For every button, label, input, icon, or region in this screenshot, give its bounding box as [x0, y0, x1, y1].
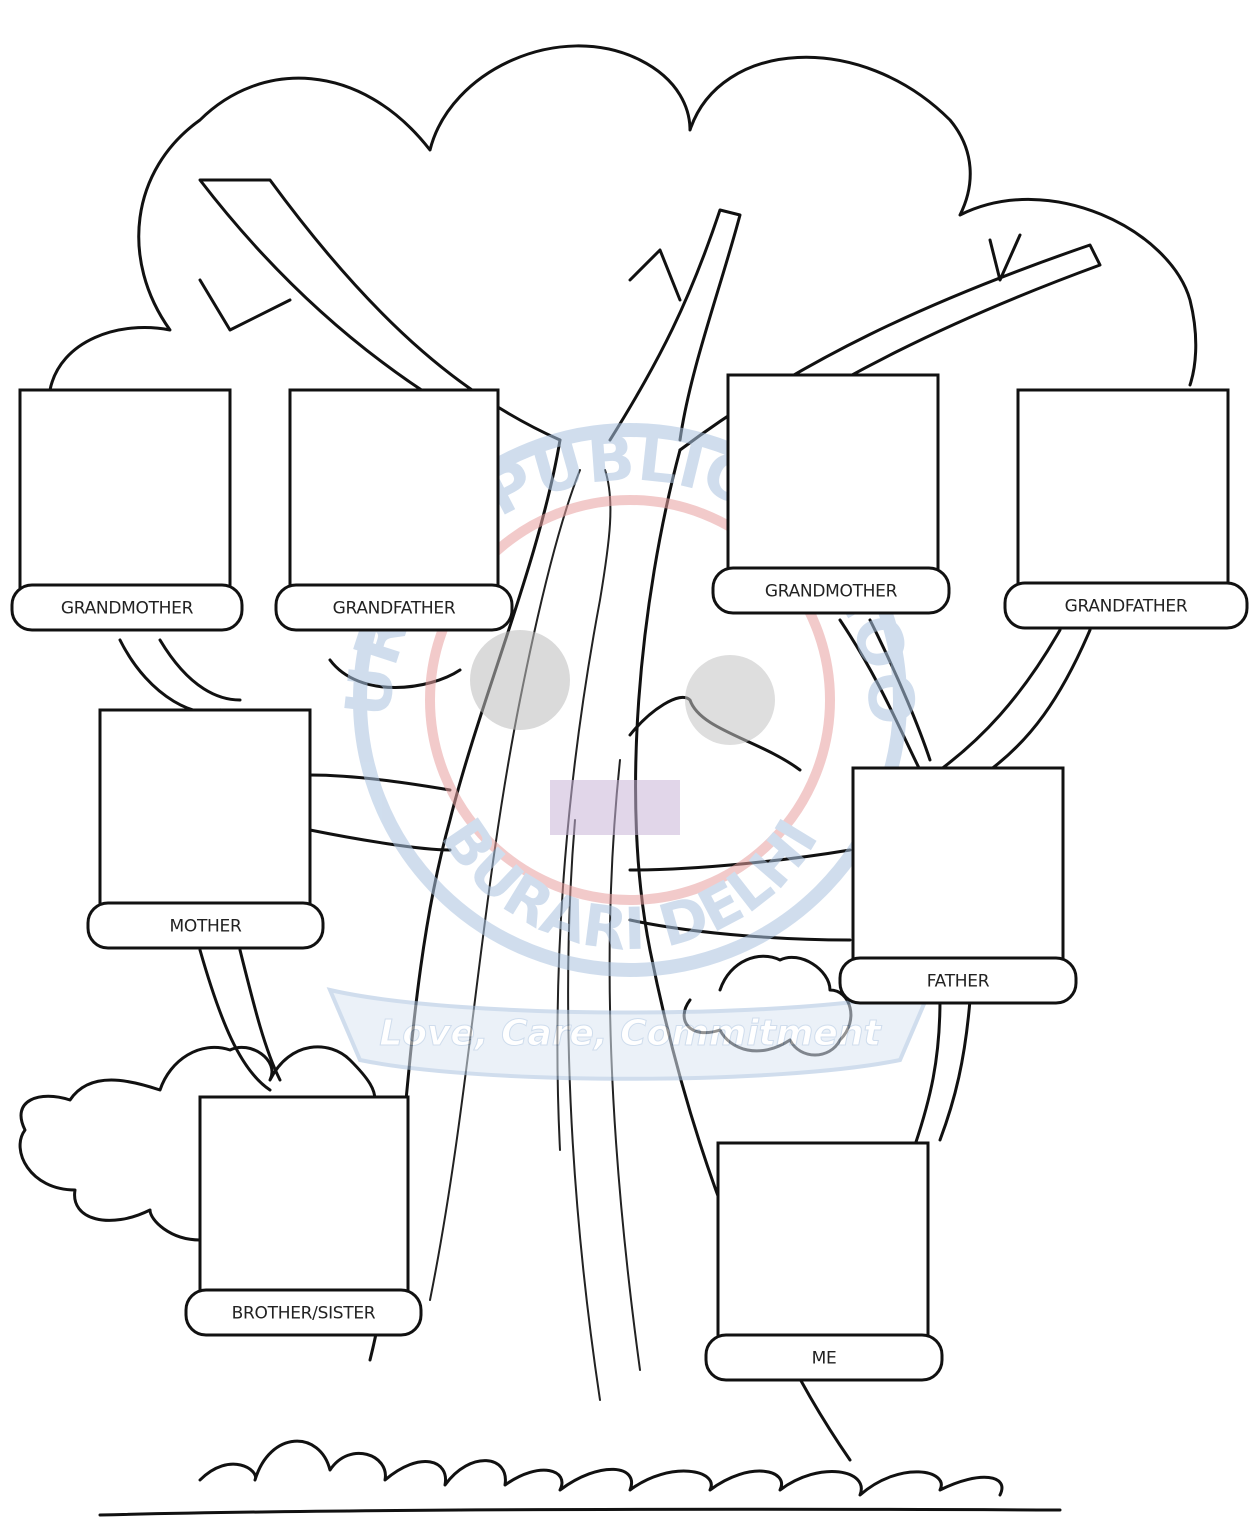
branch-upper-middle-twig — [630, 250, 680, 300]
photo-frame-brother-sister — [200, 1097, 408, 1295]
member-label-brother-sister: BROTHER/SISTER — [232, 1304, 376, 1324]
photo-frame-father — [853, 768, 1063, 963]
member-mother: MOTHER — [88, 710, 323, 948]
photo-frame-paternal-grandmother — [728, 375, 938, 575]
branch-lower-left — [200, 950, 280, 1090]
member-brother-sister: BROTHER/SISTER — [186, 1097, 421, 1335]
photo-frame-mother — [100, 710, 310, 910]
tree-canopy-outline — [50, 46, 1196, 390]
member-label-me: ME — [812, 1349, 837, 1369]
photo-frame-me — [718, 1143, 928, 1338]
watermark-karate-icon — [685, 655, 775, 745]
branch-upper-left-twig — [200, 280, 290, 330]
photo-frame-maternal-grandmother — [20, 390, 230, 590]
member-label-maternal-grandfather: GRANDFATHER — [333, 599, 456, 619]
branch-right-upper — [940, 630, 1090, 770]
member-label-father: FATHER — [927, 972, 990, 992]
member-father: FATHER — [840, 768, 1076, 1003]
members-layer: GRANDMOTHER GRANDFATHER GRANDMOTHER GRANDFA… — [12, 375, 1247, 1380]
watermark-figure-icon — [470, 630, 570, 730]
member-label-paternal-grandfather: GRANDFATHER — [1065, 597, 1188, 617]
branch-father-to-me — [915, 1000, 970, 1145]
member-label-paternal-grandmother: GRANDMOTHER — [765, 582, 898, 602]
branch-upper-middle — [610, 210, 740, 440]
member-label-maternal-grandmother: GRANDMOTHER — [61, 599, 194, 619]
watermark-book-icon — [550, 780, 680, 835]
photo-frame-maternal-grandfather — [290, 390, 498, 590]
grass-tufts — [200, 1441, 1002, 1495]
watermark-motto: Love, Care, Commitment — [379, 1013, 882, 1054]
photo-frame-paternal-grandfather — [1018, 390, 1228, 590]
grass-base — [100, 1509, 1060, 1515]
member-paternal-grandmother: GRANDMOTHER — [713, 375, 949, 613]
branch-left-to-grandparents — [120, 640, 240, 712]
member-paternal-grandfather: GRANDFATHER — [1005, 390, 1247, 628]
member-label-mother: MOTHER — [170, 917, 242, 937]
member-maternal-grandmother: GRANDMOTHER — [12, 390, 242, 630]
member-maternal-grandfather: GRANDFATHER — [276, 390, 512, 630]
member-me: ME — [706, 1143, 942, 1380]
